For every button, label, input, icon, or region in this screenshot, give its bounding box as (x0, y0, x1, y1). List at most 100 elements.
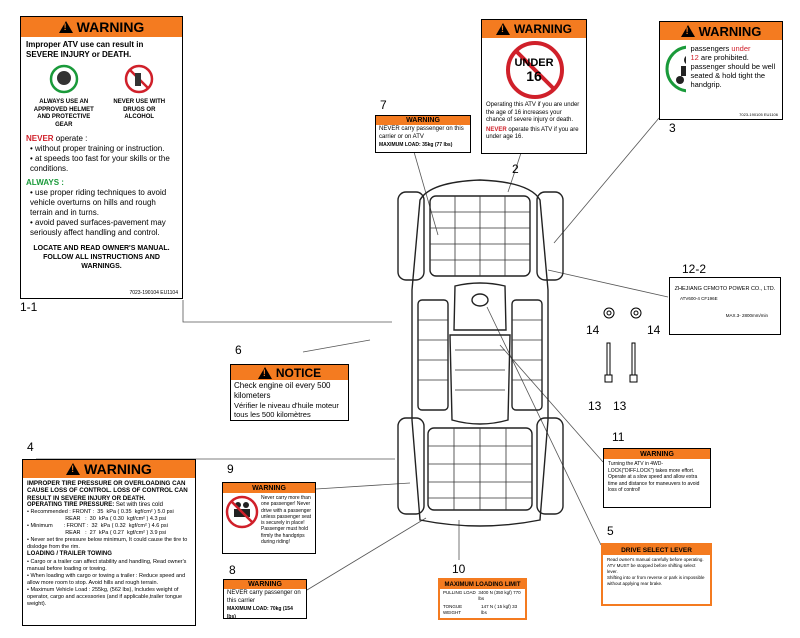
label-1-1-intro: Improper ATV use can result in SEVERE IN… (26, 40, 144, 59)
label-11-header: WARNING (604, 449, 710, 459)
label-7-body: NEVER carry passenger on this carrier or… (379, 126, 464, 140)
no-drugs-caption: NEVER USE WITH DRUGS OR ALCOHOL (113, 99, 166, 120)
callout-11: 11 (612, 430, 625, 444)
label-9-passenger: WARNING Never carry more than one passen… (222, 482, 316, 554)
label-1-1-code: 7023-190104 EU1104 (129, 290, 178, 296)
label-8-body: NEVER carry passenger on this carrier (227, 590, 301, 604)
label-7-carrier: WARNING NEVER carry passenger on this ca… (375, 115, 471, 153)
warning-triangle-icon (58, 21, 73, 33)
helmet-icon (49, 64, 78, 94)
washer-right (630, 307, 642, 319)
prohibited-sign-icon (506, 41, 564, 99)
label-4-header: WARNING (23, 460, 195, 478)
washer-left (603, 307, 615, 319)
callout-7: 7 (380, 98, 387, 112)
callout-1-1: 1-1 (20, 300, 38, 314)
plate-spec: MAX.3- 2800mm/min (725, 313, 768, 318)
pressure-row-1: • Recommended : FRONT : 35 kPa ( 0.35 kg… (27, 509, 174, 516)
max-load-label: MAXIMUM LOAD: (379, 142, 421, 148)
pulling-load-label: PULLING LOAD (443, 590, 476, 595)
label-2-body: Operating this ATV if you are under the … (486, 102, 580, 123)
never-item-2: at speeds too fast for your skills or th… (30, 154, 170, 173)
age-16-text: 16 (526, 68, 542, 84)
callout-13-right: 13 (613, 399, 627, 413)
notice-triangle-icon (257, 366, 272, 379)
label-7-header: WARNING (376, 116, 470, 125)
plate-12-2: ZHEJIANG CFMOTO POWER CO., LTD. ATV600-4… (669, 277, 781, 335)
warning-triangle-icon (680, 25, 695, 37)
label-1-1-footer: LOCATE AND READ OWNER'S MANUAL. FOLLOW A… (33, 245, 170, 270)
callout-3: 3 (669, 121, 676, 135)
label-6-notice: NOTICE Check engine oil every 500 kilome… (230, 364, 349, 421)
prohibited-text: are prohibited. (700, 53, 749, 62)
always-item-1: use proper riding techniques to avoid ve… (30, 188, 167, 217)
towing-item-3: • Maximum Vehicle Load : 255kg, (562 lbs… (27, 586, 183, 607)
max-load-value: 70kg (154 lbs) (227, 606, 293, 619)
callout-8: 8 (229, 563, 236, 577)
age-12-text: 12 (690, 53, 699, 62)
label-6-header: NOTICE (231, 365, 348, 380)
label-4-title: IMPROPER TIRE PRESSURE OR OVERLOADING CA… (27, 480, 188, 502)
always-word: ALWAYS : (26, 178, 64, 187)
rivet-right (629, 342, 638, 383)
label-9-header: WARNING (223, 483, 315, 493)
drive-item-3: Shifting into or from reverse or park is… (607, 575, 705, 586)
always-item-2: avoid paved surfaces-pavement may seriou… (30, 218, 166, 237)
plate-company: ZHEJIANG CFMOTO POWER CO., LTD. (674, 286, 776, 292)
notice-english: Check engine oil every 500 kilometers (234, 381, 331, 400)
callout-4: 4 (27, 440, 34, 454)
label-3-header: WARNING (660, 22, 782, 40)
label-8-carrier: WARNING NEVER carry passenger on this ca… (223, 579, 307, 619)
label-5-header: DRIVE SELECT LEVER (603, 545, 710, 555)
max-load-value: 35kg (77 lbs) (422, 142, 453, 148)
label-2-under-16: WARNING UNDER 16 Operating this ATV if y… (481, 19, 587, 154)
callout-14-left: 14 (586, 323, 600, 337)
callout-10: 10 (452, 562, 466, 576)
label-1-1-header: WARNING (21, 17, 182, 37)
label-4-tire-pressure: WARNING IMPROPER TIRE PRESSURE OR OVERLO… (22, 459, 196, 626)
pulling-load-value: 3400 N (350 kgf) 770 lbs (478, 590, 521, 601)
label-9-body: Never carry more than one passenger! Nev… (261, 495, 312, 546)
pressure-row-3: • Minimum : FRONT : 32 kPa ( 0.32 kgf/cm… (27, 523, 168, 530)
hold-text: passenger should be well seated & hold t… (690, 62, 776, 89)
callout-5: 5 (607, 524, 614, 538)
rivet-left (604, 342, 613, 383)
under-text: UNDER (514, 57, 554, 69)
never-word: NEVER (486, 126, 507, 133)
plate-model: ATV600-4 CF196E (680, 296, 718, 301)
label-5-drive-select: DRIVE SELECT LEVER Read owner's manual c… (601, 543, 712, 606)
pressure-row-4: REAR : 27 kPa ( 0.27 kgf/cm² ) 3.9 psi (27, 530, 167, 537)
otp-rest: Set with tires cold (115, 501, 163, 508)
tongue-weight-label: TONGUE WEIGHT (443, 604, 463, 615)
notice-french: Vérifier le niveau d'huile moteur tous l… (234, 401, 339, 419)
label-10-header: MAXIMUM LOADING LIMIT (440, 580, 525, 589)
label-11-body: Turning the ATV in 4WD-LOCK("DIFF.LOCK")… (608, 461, 700, 493)
pressure-row-2: REAR : 30 kPa ( 0.30 kgf/cm² ) 4.3 psi (27, 516, 167, 523)
never-rest: operate : (55, 134, 88, 143)
label-11-4wd-lock: WARNING Turning the ATV in 4WD-LOCK("DIF… (603, 448, 711, 508)
label-2-header: WARNING (482, 20, 586, 38)
never-set-text: • Never set tire pressure below minimum,… (27, 537, 188, 551)
callout-9: 9 (227, 462, 234, 476)
callout-14-right: 14 (647, 323, 661, 337)
max-load-label: MAXIMUM LOAD: (227, 606, 269, 612)
warning-triangle-icon (66, 463, 81, 475)
label-3-code: 7023-190105 EU1106 (739, 112, 778, 117)
never-word: NEVER (26, 134, 54, 143)
helmet-caption: ALWAYS USE AN APPROVED HELMET AND PROTEC… (33, 99, 94, 128)
warning-triangle-icon (496, 23, 510, 35)
no-drugs-alcohol-icon (125, 64, 154, 94)
under-text: under (731, 44, 751, 53)
towing-item-1: • Cargo or a trailer can affect stabilit… (27, 558, 187, 572)
callout-2: 2 (512, 162, 519, 176)
never-rest: operate this ATV if you are under age 16… (486, 126, 579, 141)
no-extra-passenger-icon (225, 495, 259, 529)
callout-6: 6 (235, 343, 242, 357)
drive-item-1: Read owner's manual carefully before ope… (607, 557, 704, 562)
label-10-loading-limit: MAXIMUM LOADING LIMIT PULLING LOAD 3400 … (438, 578, 527, 620)
towing-item-2: • When loading with cargo or towing a tr… (27, 572, 186, 586)
passenger-rider-icon (665, 45, 687, 93)
drive-item-2: ATV MUST be stopped before shifting sele… (607, 563, 696, 574)
